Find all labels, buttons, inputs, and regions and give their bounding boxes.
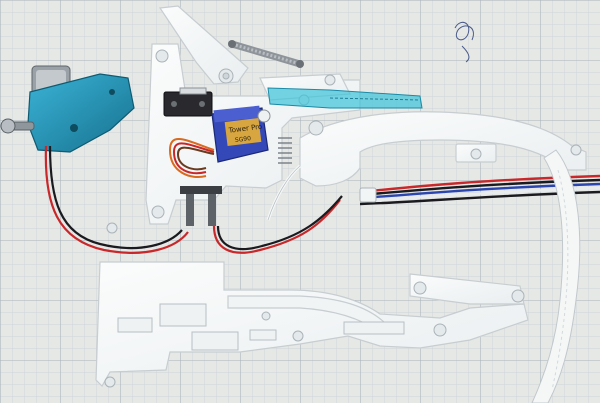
motor-housing: [27, 73, 135, 153]
frame-holes: [104, 49, 582, 388]
servo-horn: [257, 109, 271, 123]
base-windows: [117, 303, 405, 351]
lever-arm: [158, 5, 249, 85]
servo-model: SG90: [235, 135, 252, 144]
guide-rod-edge: [267, 165, 301, 221]
compression-spring: [278, 137, 292, 164]
servo-label: [224, 118, 262, 146]
servo-wires: [168, 138, 215, 178]
motor-wires: [44, 145, 343, 254]
gear-motor: [0, 65, 135, 153]
tension-spring: [228, 40, 304, 68]
microswitch: [163, 87, 213, 117]
wire-clip: [359, 187, 377, 203]
terminal-posts: [180, 186, 222, 226]
base-plate: [95, 261, 529, 387]
servo-motor: Tower Pro SG90: [211, 105, 271, 163]
blue-rack: [267, 87, 423, 109]
flex-strip: [531, 149, 581, 403]
pen-scribble: [454, 21, 474, 63]
right-strip: [409, 273, 525, 305]
